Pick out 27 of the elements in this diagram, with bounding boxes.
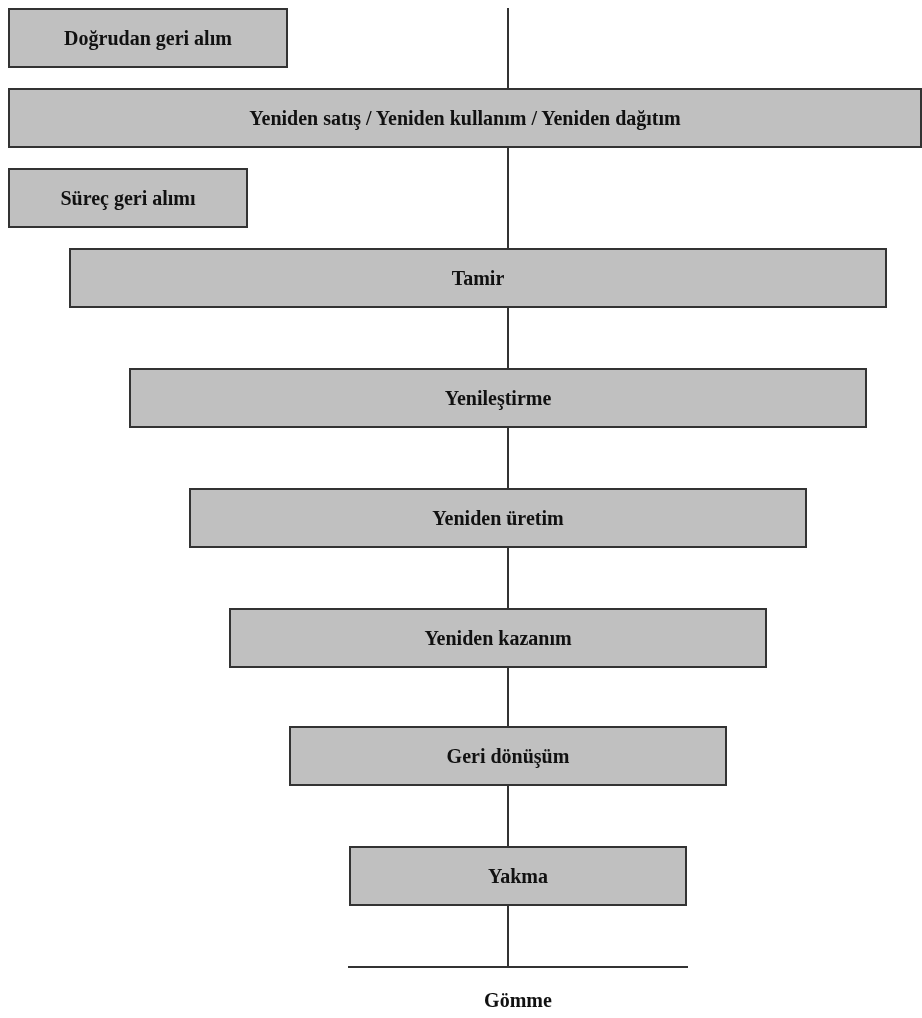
connector-line [507,307,509,369]
process-box [8,168,248,228]
connector-line [507,147,509,249]
process-box [8,8,288,68]
box-label: Yeniden üretim [432,506,564,530]
box-label: Doğrudan geri alım [64,26,232,50]
box-label: Yeniden satış / Yeniden kullanım / Yeniden dağıtım [249,106,681,130]
process-box [189,488,807,548]
box-label: Yeniden kazanım [424,626,572,650]
process-box [289,726,727,786]
process-box [8,88,922,148]
connector-line [507,905,509,967]
connector-line [507,7,509,89]
box-label: Yenileştirme [444,386,552,410]
box-label: Yakma [488,864,548,888]
box-label: Geri dönüşüm [446,744,570,768]
box-label: Süreç geri alımı [60,186,196,210]
process-box [69,248,887,308]
node-label: Gömme [484,989,552,1012]
process-box [349,846,687,906]
connector-line [507,547,509,609]
connector-line [507,785,509,847]
process-box [129,368,867,428]
process-box [229,608,767,668]
connector-line [507,667,509,727]
connector-line [507,427,509,489]
box-label: Tamir [451,266,505,290]
